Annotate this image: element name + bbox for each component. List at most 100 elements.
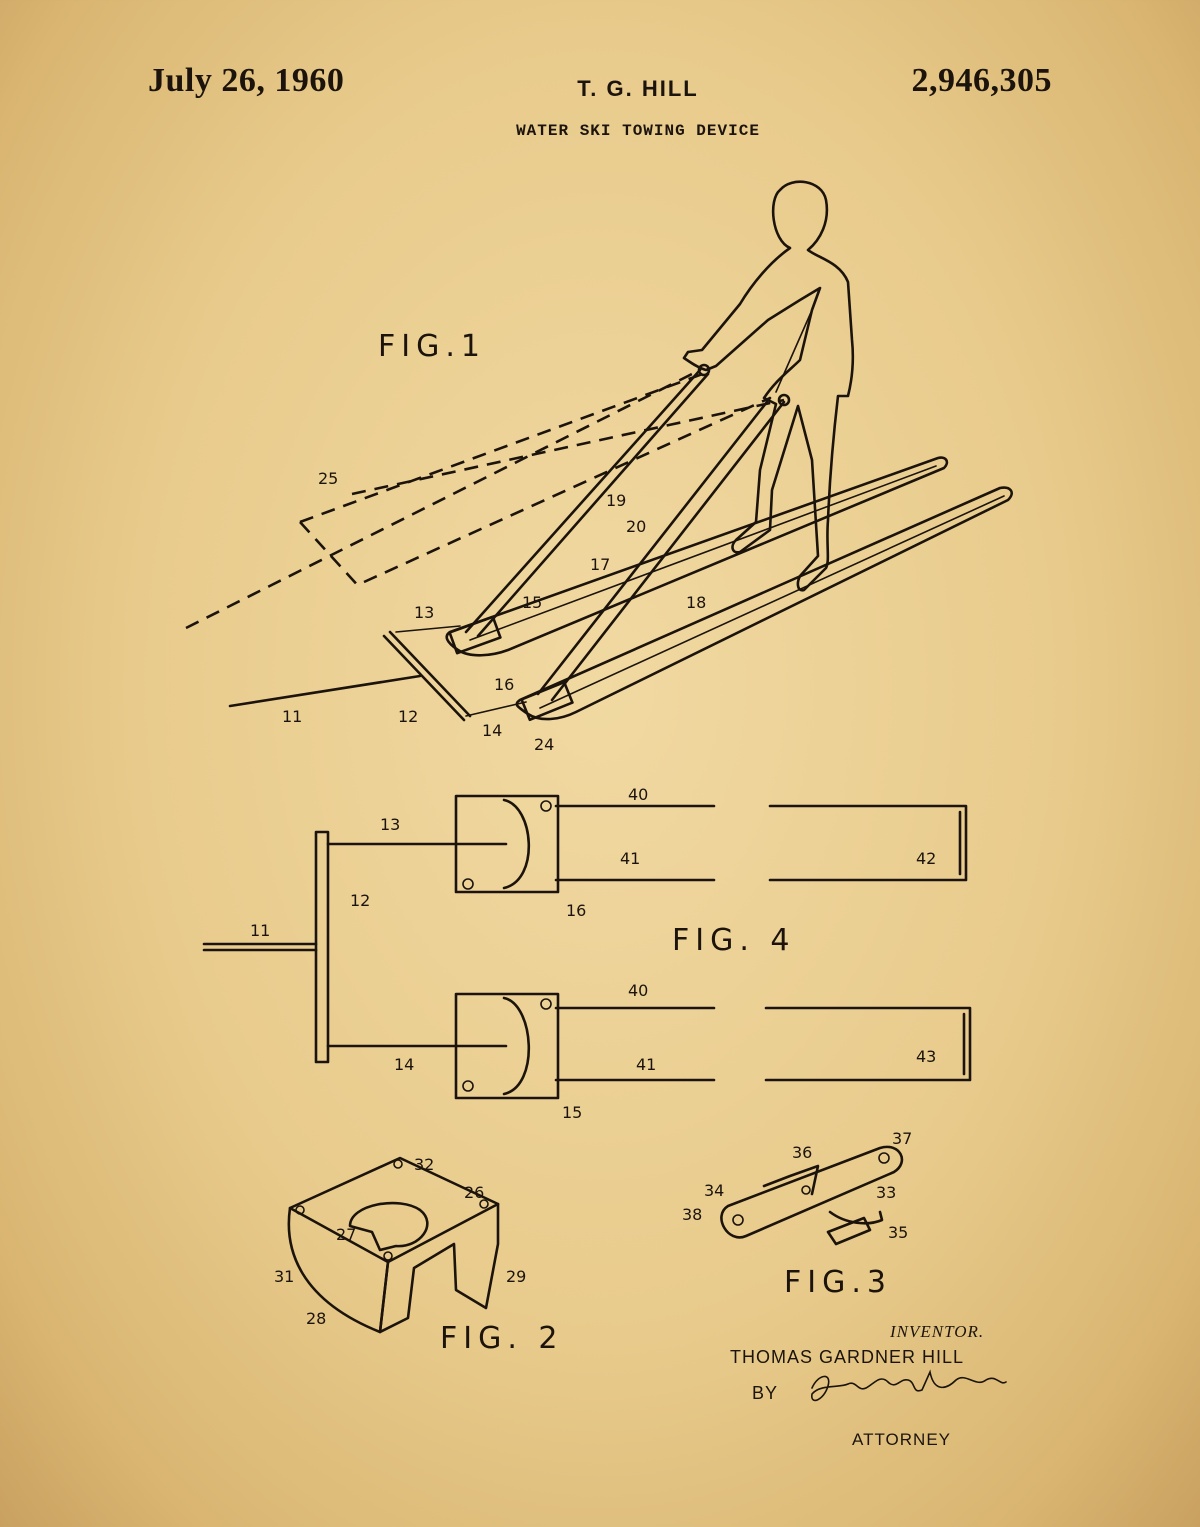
screw	[462, 878, 474, 890]
ski-left	[445, 456, 949, 657]
screw	[295, 1205, 305, 1215]
pivot-33	[828, 1210, 884, 1225]
numeral: 16	[494, 675, 514, 694]
inventor-name: THOMAS GARDNER HILL	[730, 1347, 965, 1367]
numeral: 12	[350, 891, 370, 910]
plate-33	[720, 1145, 904, 1239]
numeral: 14	[394, 1055, 414, 1074]
dashed-line-a	[185, 368, 701, 630]
dashed-line-d	[351, 398, 785, 496]
numeral: 14	[482, 721, 502, 740]
screw	[540, 800, 552, 812]
numeral: 33	[876, 1183, 896, 1202]
screw	[383, 1251, 393, 1261]
numeral: 13	[380, 815, 400, 834]
numeral: 41	[636, 1055, 656, 1074]
screw	[878, 1152, 890, 1164]
patent-number: 2,946,305	[911, 62, 1052, 99]
recess-27	[348, 1201, 429, 1252]
handle-20-b	[550, 400, 786, 702]
fig2-numerals: 32 26 27 31 28 29	[274, 1155, 526, 1328]
patent-title: WATER SKI TOWING DEVICE	[516, 122, 760, 140]
numeral: 31	[274, 1267, 294, 1286]
numeral: 15	[562, 1103, 582, 1122]
numeral: 11	[282, 707, 302, 726]
numeral: 32	[414, 1155, 434, 1174]
numeral: 25	[318, 469, 338, 488]
ski-right-edge	[539, 495, 1005, 709]
numeral: 26	[464, 1183, 484, 1202]
skier-outline	[682, 180, 855, 592]
fig2-label: FIG. 2	[440, 1321, 564, 1356]
numeral: 43	[916, 1047, 936, 1066]
by-label: BY	[752, 1383, 779, 1403]
binding-plate-15	[454, 992, 560, 1100]
inventor-short-name: T. G. HILL	[577, 76, 699, 101]
numeral: 19	[606, 491, 626, 510]
handle-19-b	[476, 372, 710, 638]
numeral: 37	[892, 1129, 912, 1148]
numeral: 36	[792, 1143, 812, 1162]
tow-rope-11	[228, 674, 422, 708]
numeral: 38	[682, 1205, 702, 1224]
figure-2: FIG. 2 32 26 27 31 28 29	[274, 1155, 564, 1356]
tow-bar-12-edge	[388, 630, 472, 718]
ski-left-edge	[469, 465, 937, 641]
block-legs	[378, 1202, 500, 1334]
attorney-label: ATTORNEY	[852, 1430, 951, 1449]
numeral: 16	[566, 901, 586, 920]
numeral: 40	[628, 981, 648, 1000]
skier-arm	[775, 309, 813, 393]
fig1-label: FIG.1	[378, 329, 486, 364]
dashed-line-c	[363, 396, 771, 584]
tongue-35	[826, 1216, 872, 1246]
numeral: 24	[534, 735, 554, 754]
dashed-bar	[299, 521, 363, 591]
binding-plate-16	[454, 794, 560, 894]
numeral: 28	[306, 1309, 326, 1328]
ski-right	[515, 486, 1013, 721]
fig3-numerals: 36 37 34 33 38 35	[682, 1129, 912, 1242]
binding-16	[520, 680, 574, 722]
rail-loop-42	[768, 804, 968, 882]
numeral: 27	[336, 1225, 356, 1244]
numeral: 35	[888, 1223, 908, 1242]
binding-clamp-15	[502, 996, 531, 1096]
handle-grip-a	[697, 363, 711, 377]
numeral: 40	[628, 785, 648, 804]
numeral: 11	[250, 921, 270, 940]
screw	[393, 1159, 403, 1169]
screw	[732, 1214, 744, 1226]
attorney-signature	[811, 1369, 1007, 1402]
numeral: 18	[686, 593, 706, 612]
fig4-numerals: 40 13 41 42 12 16 11 40 14 41 43 15	[250, 785, 936, 1122]
line-14	[465, 701, 527, 717]
tow-bar-12	[382, 634, 466, 722]
screw	[801, 1185, 811, 1195]
figure-1: FIG.1	[185, 180, 1013, 754]
numeral: 12	[398, 707, 418, 726]
numeral: 41	[620, 849, 640, 868]
numeral: 13	[414, 603, 434, 622]
figure-3: FIG.3 36 37 34 33 38 35	[682, 1129, 912, 1300]
numeral: 29	[506, 1267, 526, 1286]
bracket-34	[762, 1164, 820, 1196]
handle-20-a	[536, 396, 772, 696]
rail-loop-43	[764, 1006, 972, 1082]
block-28-face	[287, 1206, 390, 1334]
numeral: 34	[704, 1181, 724, 1200]
figure-4: FIG. 4 40 13	[202, 785, 972, 1122]
line-13	[395, 625, 461, 633]
numeral: 20	[626, 517, 646, 536]
screw	[479, 1199, 489, 1209]
binding-clamp-16	[502, 798, 531, 890]
handle-19-a	[464, 368, 702, 634]
fig4-label: FIG. 4	[672, 923, 796, 958]
inventor-label: INVENTOR.	[890, 1322, 985, 1341]
tow-bar-12	[314, 830, 330, 1064]
patent-date: July 26, 1960	[148, 62, 345, 99]
fig3-label: FIG.3	[784, 1265, 892, 1300]
screw	[462, 1080, 474, 1092]
